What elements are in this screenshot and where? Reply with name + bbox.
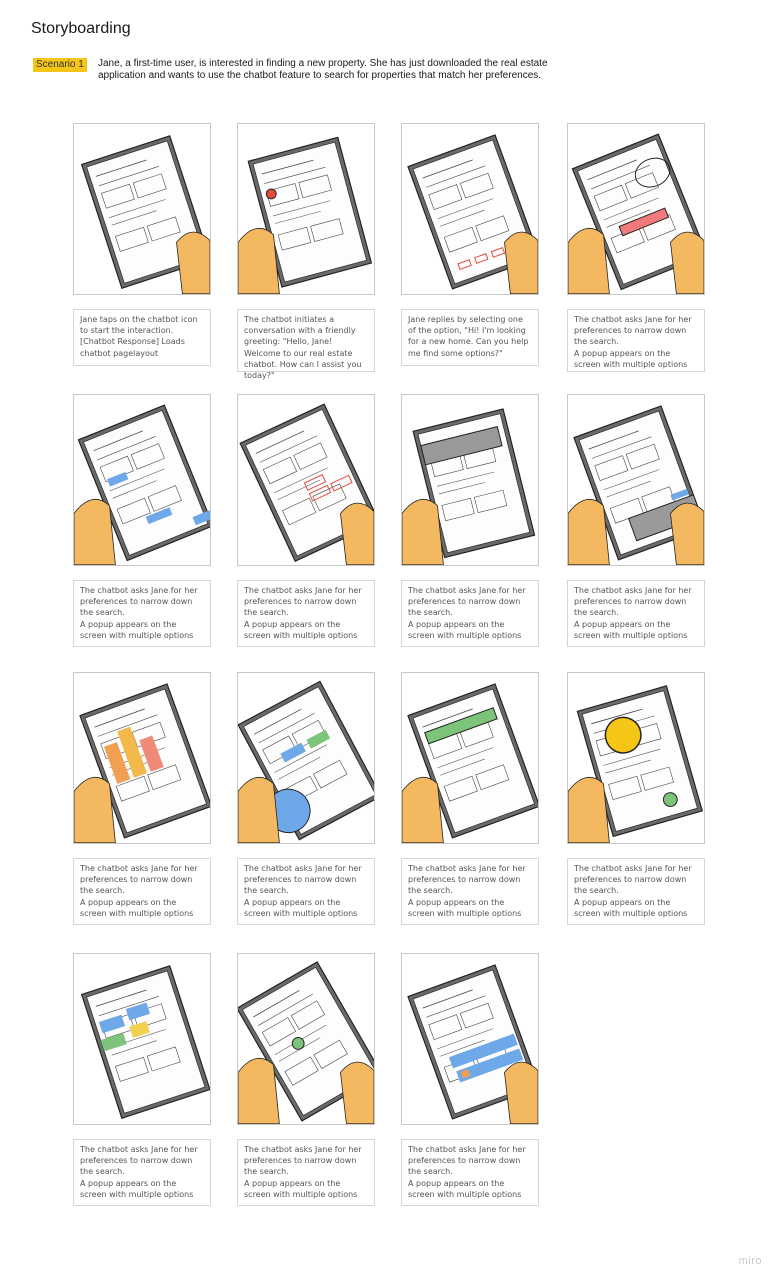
phone-sketch-illustration bbox=[80, 135, 210, 294]
caption-line: The chatbot asks Jane for her preference… bbox=[574, 586, 692, 618]
storyboard-frame-caption: The chatbot asks Jane for her preference… bbox=[567, 309, 705, 372]
caption-line: A popup appears on the screen with multi… bbox=[574, 348, 688, 369]
caption-line: The chatbot asks Jane for her preference… bbox=[80, 586, 198, 618]
caption-line: The chatbot asks Jane for her preference… bbox=[80, 1145, 198, 1177]
page-title: Storyboarding bbox=[31, 20, 131, 37]
storyboard-frame-sketch bbox=[73, 123, 211, 295]
storyboard-frame-sketch bbox=[401, 953, 539, 1125]
storyboard-frame-sketch bbox=[567, 672, 705, 844]
caption-line: A popup appears on the screen with multi… bbox=[408, 897, 522, 918]
phone-sketch-illustration bbox=[407, 964, 538, 1124]
storyboard-frame-caption: The chatbot asks Jane for her preference… bbox=[237, 580, 375, 647]
storyboard-frame-sketch bbox=[237, 672, 375, 844]
caption-line: [Chatbot Response] Loads chatbot pagelay… bbox=[80, 337, 185, 358]
caption-line: A popup appears on the screen with multi… bbox=[574, 619, 688, 640]
storyboard-frame-sketch bbox=[73, 672, 211, 844]
storyboard-frame-caption: The chatbot asks Jane for her preference… bbox=[401, 580, 539, 647]
caption-line: The chatbot initiates a conversation wit… bbox=[244, 315, 362, 381]
caption-line: The chatbot asks Jane for her preference… bbox=[80, 864, 198, 896]
phone-sketch-illustration bbox=[402, 683, 538, 843]
phone-sketch-illustration bbox=[402, 408, 536, 565]
caption-line: A popup appears on the screen with multi… bbox=[244, 897, 358, 918]
storyboard-frame-caption: The chatbot asks Jane for her preference… bbox=[567, 580, 705, 647]
storyboard-frame-caption: The chatbot asks Jane for her preference… bbox=[401, 1139, 539, 1206]
caption-line: The chatbot asks Jane for her preference… bbox=[408, 1145, 526, 1177]
storyboard-frame-caption: The chatbot asks Jane for her preference… bbox=[237, 858, 375, 925]
storyboard-frame-caption: The chatbot asks Jane for her preference… bbox=[237, 1139, 375, 1206]
storyboard-frame-sketch bbox=[237, 123, 375, 295]
storyboard-frame-sketch bbox=[73, 953, 211, 1125]
phone-sketch-illustration bbox=[238, 680, 374, 843]
miro-watermark: miro bbox=[738, 1255, 762, 1267]
caption-line: The chatbot asks Jane for her preference… bbox=[408, 864, 526, 896]
caption-line: Jane replies by selecting one of the opt… bbox=[408, 315, 529, 358]
scenario-description: Jane, a first-time user, is interested i… bbox=[98, 58, 548, 81]
caption-line: A popup appears on the screen with multi… bbox=[80, 619, 194, 640]
storyboard-frame-caption: The chatbot asks Jane for her preference… bbox=[73, 1139, 211, 1206]
storyboard-frame-caption: The chatbot asks Jane for her preference… bbox=[73, 580, 211, 647]
phone-sketch-illustration bbox=[74, 404, 210, 565]
phone-sketch-illustration bbox=[568, 133, 704, 294]
caption-line: A popup appears on the screen with multi… bbox=[244, 1178, 358, 1199]
storyboard-frame-caption: The chatbot asks Jane for her preference… bbox=[73, 858, 211, 925]
caption-line: A popup appears on the screen with multi… bbox=[408, 619, 522, 640]
storyboard-frame-sketch bbox=[567, 123, 705, 295]
storyboard-frame-caption: Jane replies by selecting one of the opt… bbox=[401, 309, 539, 366]
scenario-tag: Scenario 1 bbox=[33, 58, 87, 72]
storyboard-frame-caption: The chatbot asks Jane for her preference… bbox=[401, 858, 539, 925]
caption-line: The chatbot asks Jane for her preference… bbox=[244, 586, 362, 618]
storyboard-frame-caption: The chatbot initiates a conversation wit… bbox=[237, 309, 375, 380]
storyboard-frame-sketch bbox=[567, 394, 705, 566]
caption-line: A popup appears on the screen with multi… bbox=[244, 619, 358, 640]
phone-sketch-illustration bbox=[238, 961, 374, 1124]
phone-sketch-illustration bbox=[74, 683, 210, 843]
storyboard-frame-sketch bbox=[401, 394, 539, 566]
storyboard-frame-sketch bbox=[401, 672, 539, 844]
caption-line: The chatbot asks Jane for her preference… bbox=[408, 586, 526, 618]
caption-line: The chatbot asks Jane for her preference… bbox=[574, 864, 692, 896]
phone-sketch-illustration bbox=[407, 134, 538, 294]
caption-line: A popup appears on the screen with multi… bbox=[80, 897, 194, 918]
caption-line: A popup appears on the screen with multi… bbox=[80, 1178, 194, 1199]
storyboard-frame-caption: Jane taps on the chatbot icon to start t… bbox=[73, 309, 211, 366]
caption-line: A popup appears on the screen with multi… bbox=[408, 1178, 522, 1199]
caption-line: A popup appears on the screen with multi… bbox=[574, 897, 688, 918]
storyboard-frame-caption: The chatbot asks Jane for her preference… bbox=[567, 858, 705, 925]
storyboard-frame-sketch bbox=[401, 123, 539, 295]
caption-line: The chatbot asks Jane for her preference… bbox=[244, 864, 362, 896]
phone-sketch-illustration bbox=[568, 685, 704, 843]
caption-line: The chatbot asks Jane for her preference… bbox=[244, 1145, 362, 1177]
storyboard-frame-sketch bbox=[237, 953, 375, 1125]
phone-sketch-illustration bbox=[239, 403, 374, 565]
phone-sketch-illustration bbox=[238, 136, 373, 294]
caption-line: Jane taps on the chatbot icon to start t… bbox=[80, 315, 198, 336]
storyboard-frame-sketch bbox=[237, 394, 375, 566]
phone-sketch-illustration bbox=[568, 405, 704, 565]
caption-line: The chatbot asks Jane for her preference… bbox=[574, 315, 692, 347]
phone-sketch-illustration bbox=[80, 965, 210, 1119]
storyboard-frame-sketch bbox=[73, 394, 211, 566]
